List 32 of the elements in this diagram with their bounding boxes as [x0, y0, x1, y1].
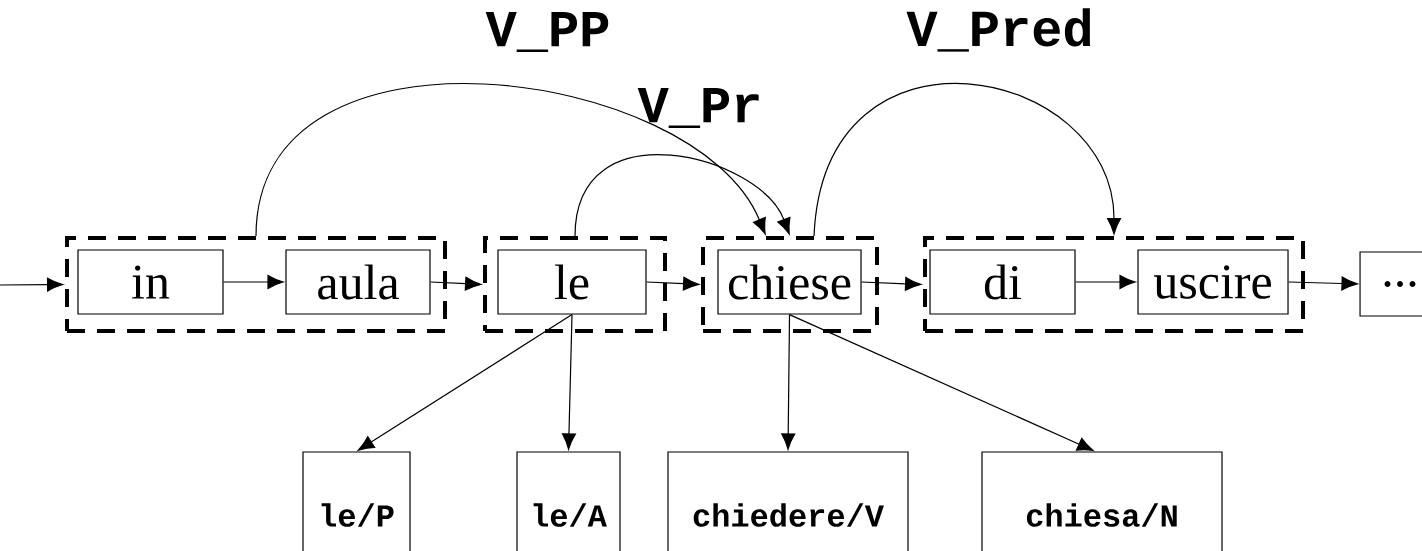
arrow	[1075, 275, 1136, 289]
word-box: ...	[1359, 251, 1422, 317]
arrow	[574, 154, 791, 237]
arrow	[813, 83, 1121, 237]
group-box	[701, 236, 879, 333]
edge-label: V_Pred	[906, 8, 1091, 52]
arrow	[223, 275, 284, 289]
word-box: aula	[285, 249, 431, 315]
edge-label: V_PP	[485, 12, 609, 52]
arrow	[430, 276, 482, 291]
word-box: di	[929, 249, 1076, 315]
tag-box: le/A	[516, 451, 621, 551]
arrow	[646, 276, 700, 291]
arrow	[788, 314, 1094, 452]
word-box: chiese	[717, 249, 862, 315]
arrow	[561, 314, 576, 450]
tag-box: chiedere/V	[667, 451, 909, 551]
arrow	[1288, 276, 1358, 291]
group-box	[923, 236, 1305, 333]
word-box: le	[497, 249, 647, 315]
edge-label: V_Pr	[637, 88, 759, 128]
group-box	[483, 236, 667, 333]
arrow	[255, 83, 766, 237]
tag-box: le/P	[302, 451, 411, 551]
arrow	[0, 277, 64, 292]
arrow	[861, 276, 922, 291]
arrow	[781, 314, 796, 450]
word-box: in	[77, 249, 224, 315]
group-box	[65, 236, 447, 333]
word-box: uscire	[1137, 249, 1289, 315]
tag-box: chiesa/N	[981, 451, 1223, 551]
arrow	[357, 314, 573, 451]
